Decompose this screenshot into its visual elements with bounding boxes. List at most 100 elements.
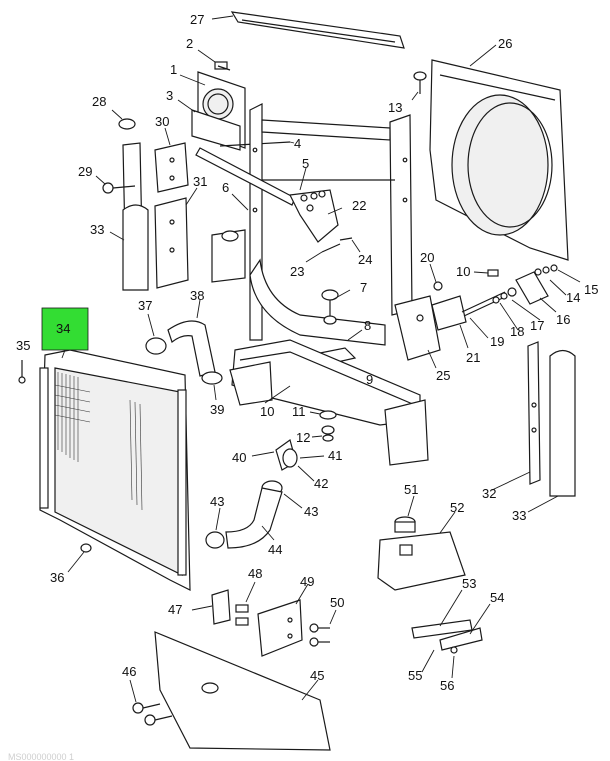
part-47-bracket — [191, 589, 231, 625]
callout-label[interactable]: 38 — [190, 288, 204, 303]
callout-label[interactable]: 22 — [352, 198, 366, 213]
callout-label[interactable]: 51 — [404, 482, 418, 497]
callout-label[interactable]: 42 — [314, 476, 328, 491]
callout-label[interactable]: 6 — [222, 180, 229, 195]
part-29-screw — [95, 175, 136, 194]
part-16-bracket — [515, 271, 557, 313]
callout-label[interactable]: 8 — [364, 318, 371, 333]
callout-label[interactable]: 52 — [450, 500, 464, 515]
callout-label[interactable]: 30 — [155, 114, 169, 129]
callout-label[interactable]: 33 — [90, 222, 104, 237]
callout-label[interactable]: 13 — [388, 100, 402, 115]
callout-label[interactable]: 39 — [210, 402, 224, 417]
washer-set-upper — [300, 190, 326, 202]
part-54-bracket — [439, 603, 491, 651]
radiator-support-frame — [249, 103, 413, 346]
callout-label[interactable]: 16 — [556, 312, 570, 327]
callout-label[interactable]: 35 — [16, 338, 30, 353]
callout-label[interactable]: 23 — [290, 264, 304, 279]
part-11-washer — [309, 410, 337, 420]
callout-label[interactable]: 3 — [166, 88, 173, 103]
callout-label[interactable]: 55 — [408, 668, 422, 683]
part-37-clamp — [145, 313, 167, 355]
callout-label[interactable]: 46 — [122, 664, 136, 679]
callout-label[interactable]: 34 — [56, 321, 70, 336]
callout-label[interactable]: 33 — [512, 508, 526, 523]
callout-label[interactable]: 21 — [466, 350, 480, 365]
callout-label[interactable]: 28 — [92, 94, 106, 109]
callout-label[interactable]: 17 — [530, 318, 544, 333]
part-33-tube-left — [109, 204, 149, 291]
callout-label[interactable]: 56 — [440, 678, 454, 693]
callout-label[interactable]: 47 — [168, 602, 182, 617]
callout-label[interactable]: 37 — [138, 298, 152, 313]
part-48-bolt — [235, 581, 256, 626]
hardware-14-15-17-18 — [492, 264, 581, 331]
part-32-seal-strip — [491, 341, 541, 491]
callout-label[interactable]: 20 — [420, 250, 434, 265]
callout-label[interactable]: 50 — [330, 595, 344, 610]
part-53-bracket — [411, 589, 473, 639]
part-46-bolts — [129, 679, 173, 726]
part-36-drain-cock — [67, 551, 85, 573]
part-39-clamp — [201, 371, 223, 401]
callout-label[interactable]: 4 — [294, 136, 301, 151]
callout-label[interactable]: 40 — [232, 450, 246, 465]
callout-label[interactable]: 54 — [490, 590, 504, 605]
callout-label[interactable]: 44 — [268, 542, 282, 557]
callout-label[interactable]: 18 — [510, 324, 524, 339]
part-26-fan-shroud — [429, 44, 569, 261]
part-10-crossmember — [229, 339, 429, 466]
callout-label[interactable]: 5 — [302, 156, 309, 171]
callout-label[interactable]: 10 — [456, 264, 470, 279]
part-55-56-hardware — [421, 646, 458, 679]
callout-label[interactable]: 43 — [210, 494, 224, 509]
part-10-bolt-upper — [473, 269, 499, 277]
callout-label[interactable]: 14 — [566, 290, 580, 305]
part-44-lower-hose — [225, 487, 283, 549]
part-51-cap — [394, 495, 416, 533]
callout-label[interactable]: 36 — [50, 570, 64, 585]
callout-label[interactable]: 26 — [498, 36, 512, 51]
callout-label[interactable]: 11 — [292, 404, 306, 419]
callout-label[interactable]: 41 — [328, 448, 342, 463]
callout-label[interactable]: 27 — [190, 12, 204, 27]
callout-label[interactable]: 10 — [260, 404, 274, 419]
callout-label[interactable]: 31 — [193, 174, 207, 189]
callout-label[interactable]: 29 — [78, 164, 92, 179]
callout-label[interactable]: 53 — [462, 576, 476, 591]
part-6-mount-bracket — [211, 193, 249, 283]
part-5-brace-rod — [195, 147, 307, 206]
callout-34-highlight[interactable] — [41, 307, 89, 359]
part-23-bolt — [305, 243, 341, 263]
part-24-bolt — [339, 237, 361, 253]
callout-label[interactable]: 24 — [358, 252, 372, 267]
part-7-mount — [321, 289, 351, 325]
callout-label[interactable]: 25 — [436, 368, 450, 383]
part-2-bolt — [197, 49, 231, 71]
callout-label[interactable]: 15 — [584, 282, 598, 297]
part-50-hardware — [309, 609, 337, 647]
footer-text: MS000000000 1 — [8, 752, 74, 761]
part-35-screw — [18, 360, 26, 384]
callout-label[interactable]: 49 — [300, 574, 314, 589]
part-40-41-42-fitting — [251, 439, 325, 482]
callout-label[interactable]: 2 — [186, 36, 193, 51]
part-31-seal-strip — [154, 187, 198, 289]
callout-label[interactable]: 32 — [482, 486, 496, 501]
part-33-tube-right — [527, 349, 576, 513]
part-3-plate — [177, 99, 241, 151]
callout-label[interactable]: 9 — [366, 372, 373, 387]
callout-label[interactable]: 12 — [296, 430, 310, 445]
callout-label[interactable]: 48 — [248, 566, 262, 581]
part-34-radiator — [39, 349, 191, 591]
part-38-upper-hose — [167, 299, 216, 377]
callout-label[interactable]: 43 — [304, 504, 318, 519]
callout-label[interactable]: 45 — [310, 668, 324, 683]
part-19-rod — [461, 291, 508, 339]
part-49-bracket — [257, 583, 309, 657]
callout-label[interactable]: 1 — [170, 62, 177, 77]
callout-label[interactable]: 7 — [360, 280, 367, 295]
callout-label[interactable]: 19 — [490, 334, 504, 349]
